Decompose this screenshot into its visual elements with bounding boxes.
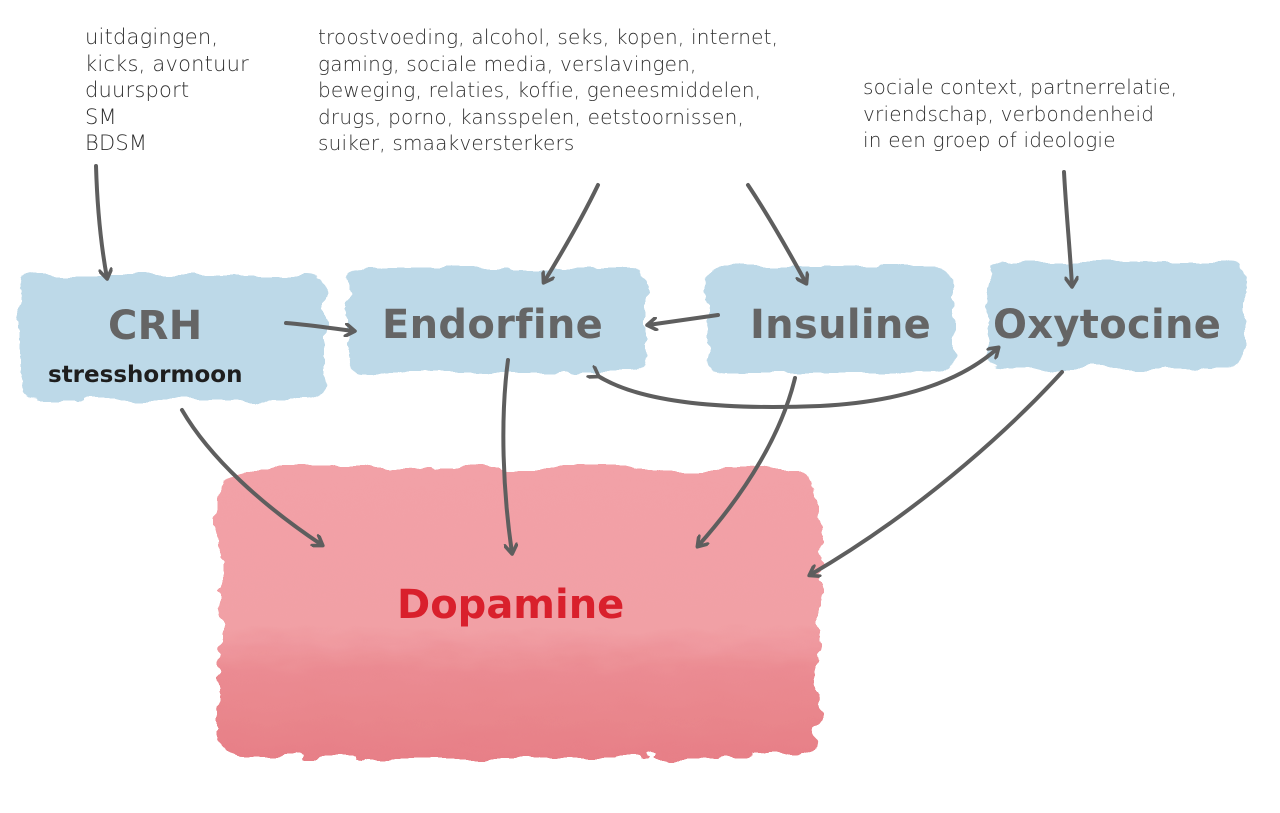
note-line: kicks, avontuur xyxy=(85,51,249,76)
arrow-rewards-to-insuline xyxy=(746,183,806,283)
note-line: troostvoeding, alcohol, seks, kopen, int… xyxy=(318,25,779,49)
arrow-oxytocine-to-dopamine xyxy=(810,370,1064,575)
note-line: sociale context, partnerrelatie, xyxy=(863,75,1178,99)
note-line: in een groep of ideologie xyxy=(863,128,1116,153)
hormone-crh-label: CRH xyxy=(108,303,203,349)
note-line: suiker, smaakversterkers xyxy=(318,131,575,156)
note-line: vriendschap, verbondenheid xyxy=(863,101,1155,126)
hormone-crh-sublabel: stresshormoon xyxy=(48,362,243,388)
dopamine-wash xyxy=(218,468,818,758)
arrow-insuline-to-endorfine xyxy=(648,313,720,325)
note-line: beweging, relaties, koffie, geneesmiddel… xyxy=(318,78,762,103)
arrow-rewards-to-endorfine xyxy=(544,183,600,282)
note-line: uitdagingen, xyxy=(85,25,219,49)
arrow-insuline-to-dopamine xyxy=(698,376,797,546)
note-line: BDSM xyxy=(85,131,148,156)
note-rewards: troostvoeding, alcohol, seks, kopen, int… xyxy=(318,24,778,157)
note-social: sociale context, partnerrelatie, vriends… xyxy=(863,74,1177,154)
note-challenges: uitdagingen, kicks, avontuur duursport S… xyxy=(85,24,249,157)
hormone-endorfine-label: Endorfine xyxy=(382,302,604,348)
arrow-social-to-oxytocine xyxy=(1062,170,1072,286)
hormone-oxytocine-label: Oxytocine xyxy=(993,302,1222,348)
arrow-crh-to-endorfine xyxy=(284,321,354,331)
note-line: gaming, sociale media, verslavingen, xyxy=(318,51,697,76)
endorfine-wash xyxy=(348,268,646,373)
arrow-challenges-to-crh xyxy=(94,164,107,278)
hormone-insuline-label: Insuline xyxy=(750,302,932,348)
note-line: SM xyxy=(85,104,117,129)
arrow-crh-to-dopamine xyxy=(180,408,322,545)
arrow-oxytocine-endorfine-link xyxy=(598,348,998,409)
crh-wash xyxy=(20,275,325,400)
hormone-dopamine-label: Dopamine xyxy=(397,582,625,628)
oxytocine-wash xyxy=(988,262,1245,368)
arrow-endorfine-to-dopamine xyxy=(501,358,512,553)
note-line: drugs, porno, kansspelen, eetstoornissen… xyxy=(318,104,745,129)
note-line: duursport xyxy=(85,78,190,103)
